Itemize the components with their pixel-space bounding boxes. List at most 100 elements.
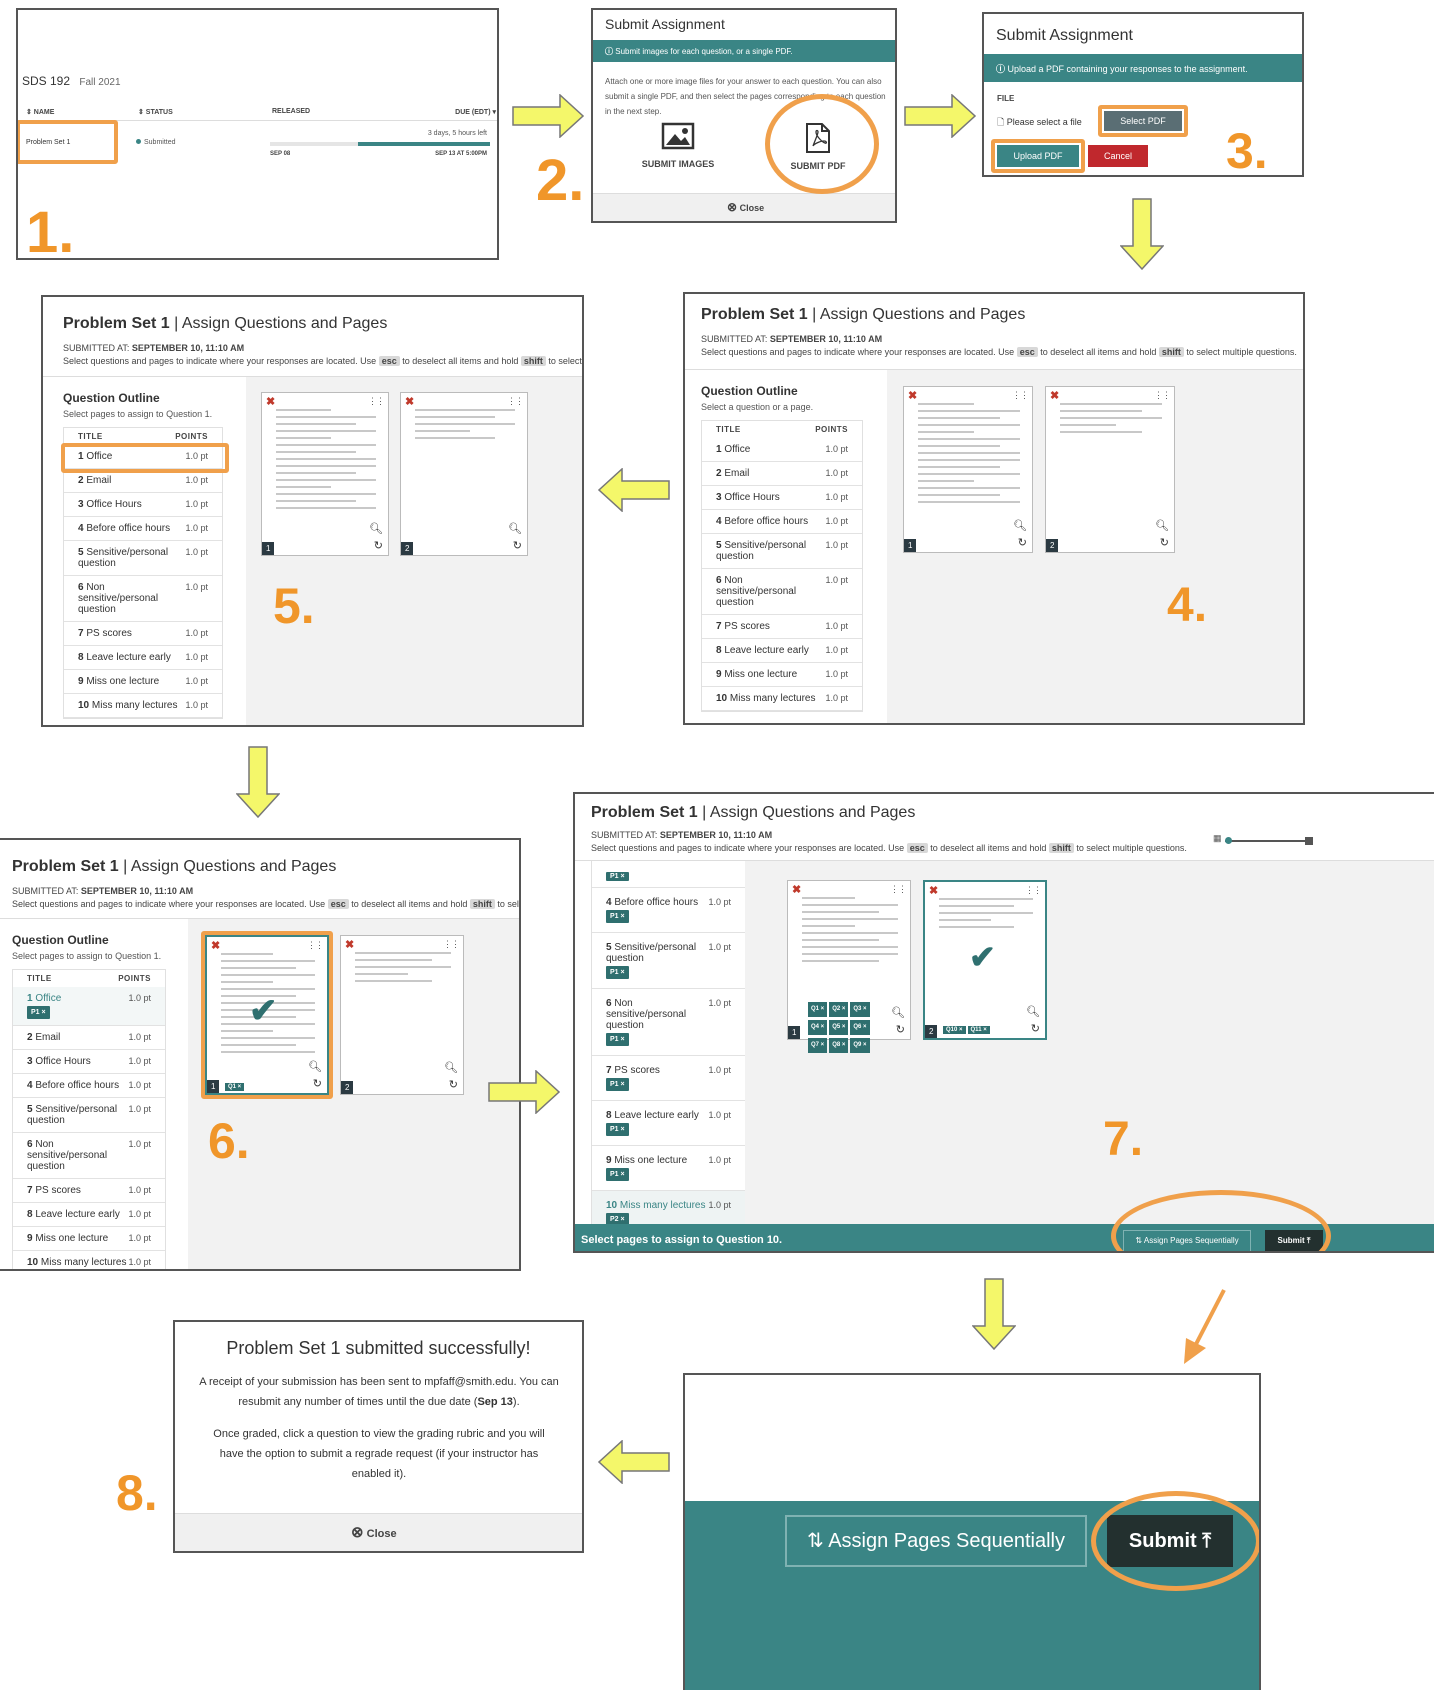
rotate-icon[interactable]: ↻ [312,1078,322,1090]
zoom-icon[interactable]: 🔍︎ [508,523,522,535]
question-tag[interactable]: Q9 × [850,1038,870,1053]
rotate-icon[interactable]: ↻ [1030,1023,1040,1035]
page-thumbnail-1[interactable]: ✖⋮⋮ 🔍︎↻1 [261,392,389,556]
drag-handle-icon[interactable]: ⋮⋮ [1012,390,1029,400]
page-tag[interactable]: P1 × [606,1078,629,1091]
remove-icon[interactable]: ✖ [266,396,276,408]
rotate-icon[interactable]: ↻ [512,540,522,552]
drag-handle-icon[interactable]: ⋮⋮ [890,884,907,894]
zoom-icon[interactable]: 🔍︎ [308,1061,322,1073]
question-tag[interactable]: Q1 × [808,1002,828,1017]
page-tag[interactable]: P1 × [606,872,629,881]
drag-handle-icon[interactable]: ⋮⋮ [1154,390,1171,400]
question-tag[interactable]: Q4 × [808,1020,828,1035]
submit-images-button[interactable]: SUBMIT IMAGES [633,122,723,169]
page-tag[interactable]: P1 × [27,1006,50,1019]
upload-pdf-button[interactable]: Upload PDF [997,145,1079,167]
question-tag[interactable]: Q3 × [850,1002,870,1017]
assignment-name[interactable]: Problem Set 1 [26,139,71,146]
remove-icon[interactable]: ✖ [929,885,939,897]
cancel-button[interactable]: Cancel [1088,145,1148,167]
zoom-icon[interactable]: 🔍︎ [1013,520,1027,532]
col-name[interactable]: ⇕ NAME [26,109,55,116]
remove-icon[interactable]: ✖ [1050,390,1060,402]
page-tag[interactable]: P1 × [606,966,629,979]
thumbnail-size-slider[interactable]: ▦ [1213,833,1313,846]
page-thumbnail-1[interactable]: ✖⋮⋮ 🔍︎↻1 [903,386,1033,553]
question-tag[interactable]: Q5 × [829,1020,849,1035]
select-pdf-button[interactable]: Select PDF [1104,111,1182,131]
page-thumbnail-2[interactable]: ✖⋮⋮ 🔍︎↻2 [1045,386,1175,553]
rotate-icon[interactable]: ↻ [448,1079,458,1091]
page-tag[interactable]: P1 × [606,1033,629,1046]
zoom-icon[interactable]: 🔍︎ [891,1007,905,1019]
rotate-icon[interactable]: ↻ [1017,537,1027,549]
rotate-icon[interactable]: ↻ [895,1024,905,1036]
page-thumbnail-1-selected[interactable]: ✖⋮⋮ ✔ 🔍︎↻ 1 Q1 × [205,935,329,1095]
col-status[interactable]: ⇕ STATUS [138,109,173,116]
close-button[interactable]: ⊗ Close [351,1524,397,1541]
page-thumbnail-2-selected[interactable]: ✖⋮⋮ ✔ Q10 ×Q11 × 🔍︎↻2 [923,880,1047,1040]
question-tag[interactable]: Q1 × [225,1083,245,1091]
drag-handle-icon[interactable]: ⋮⋮ [368,396,385,406]
col-released[interactable]: RELEASED [272,108,311,115]
rotate-icon[interactable]: ↻ [1159,537,1169,549]
drag-handle-icon[interactable]: ⋮⋮ [443,939,460,949]
page-tag[interactable]: P1 × [606,1123,629,1136]
zoom-icon[interactable]: 🔍︎ [444,1062,458,1074]
remove-icon[interactable]: ✖ [908,390,918,402]
drag-handle-icon[interactable]: ⋮⋮ [307,940,324,950]
col-due[interactable]: DUE (EDT) ▾ [455,109,496,116]
page-thumbnail-1[interactable]: ✖⋮⋮ Q1 ×Q2 ×Q3 ×Q4 ×Q5 ×Q6 ×Q7 ×Q8 ×Q9 ×… [787,880,911,1053]
remove-icon[interactable]: ✖ [211,940,221,952]
question-tag[interactable]: Q7 × [808,1038,828,1053]
question-tag[interactable]: Q11 × [967,1026,990,1034]
drag-handle-icon[interactable]: ⋮⋮ [1025,885,1042,895]
question-tag[interactable]: Q8 × [829,1038,849,1053]
remove-icon[interactable]: ✖ [345,939,355,951]
question-tag[interactable]: Q6 × [850,1020,870,1035]
rotate-icon[interactable]: ↻ [373,540,383,552]
zoom-icon[interactable]: 🔍︎ [1155,520,1169,532]
close-button[interactable]: ⊗ Close [727,200,765,214]
remove-icon[interactable]: ✖ [405,396,415,408]
remove-icon[interactable]: ✖ [792,884,802,896]
page-tag[interactable]: P2 × [606,1213,629,1226]
page-tag[interactable]: P1 × [606,910,629,923]
page-tag[interactable]: P1 × [606,1168,629,1181]
page-thumbnail-2[interactable]: ✖⋮⋮ 🔍︎↻2 [400,392,528,556]
zoom-icon[interactable]: 🔍︎ [1026,1006,1040,1018]
zoom-icon[interactable]: 🔍︎ [369,523,383,535]
